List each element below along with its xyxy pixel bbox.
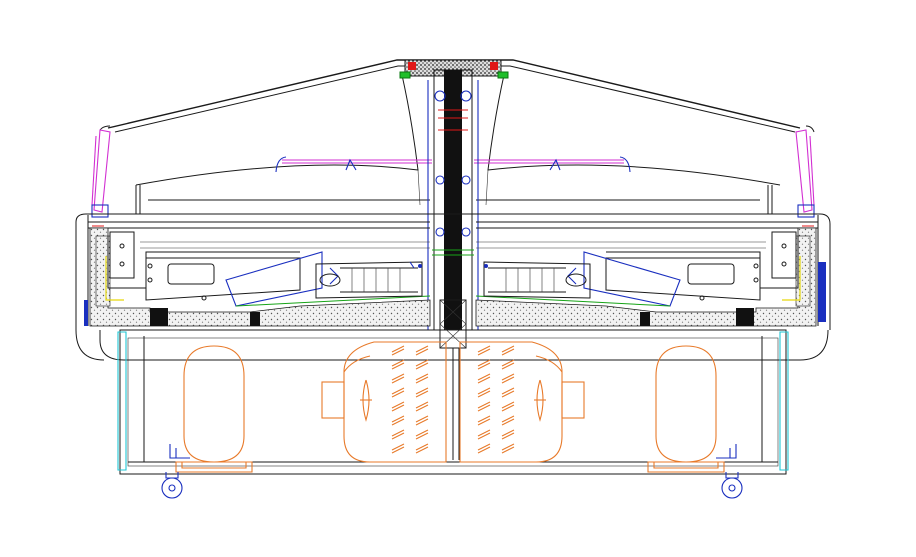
vent-opening-left (167, 263, 215, 285)
fan-icon (362, 379, 370, 422)
louvres-right (477, 345, 515, 454)
left-compressor (175, 345, 253, 473)
canopy (99, 59, 815, 206)
right-hinge (795, 129, 815, 218)
display-tub (75, 185, 831, 361)
base-block-left (150, 308, 168, 326)
caster-wheel-icon (161, 472, 183, 499)
left-evaporator (107, 231, 431, 307)
condenser-unit (321, 341, 585, 463)
right-compressor (647, 345, 725, 473)
caster-wheel-icon (721, 472, 743, 499)
base-block-right (736, 308, 754, 326)
vent-opening-right (687, 263, 735, 285)
insulation (84, 225, 826, 327)
left-hinge (91, 129, 111, 218)
post-core (444, 70, 462, 330)
central-post (427, 69, 479, 460)
louvres-left (391, 345, 429, 454)
right-evaporator (475, 231, 799, 307)
shelves (148, 156, 760, 201)
